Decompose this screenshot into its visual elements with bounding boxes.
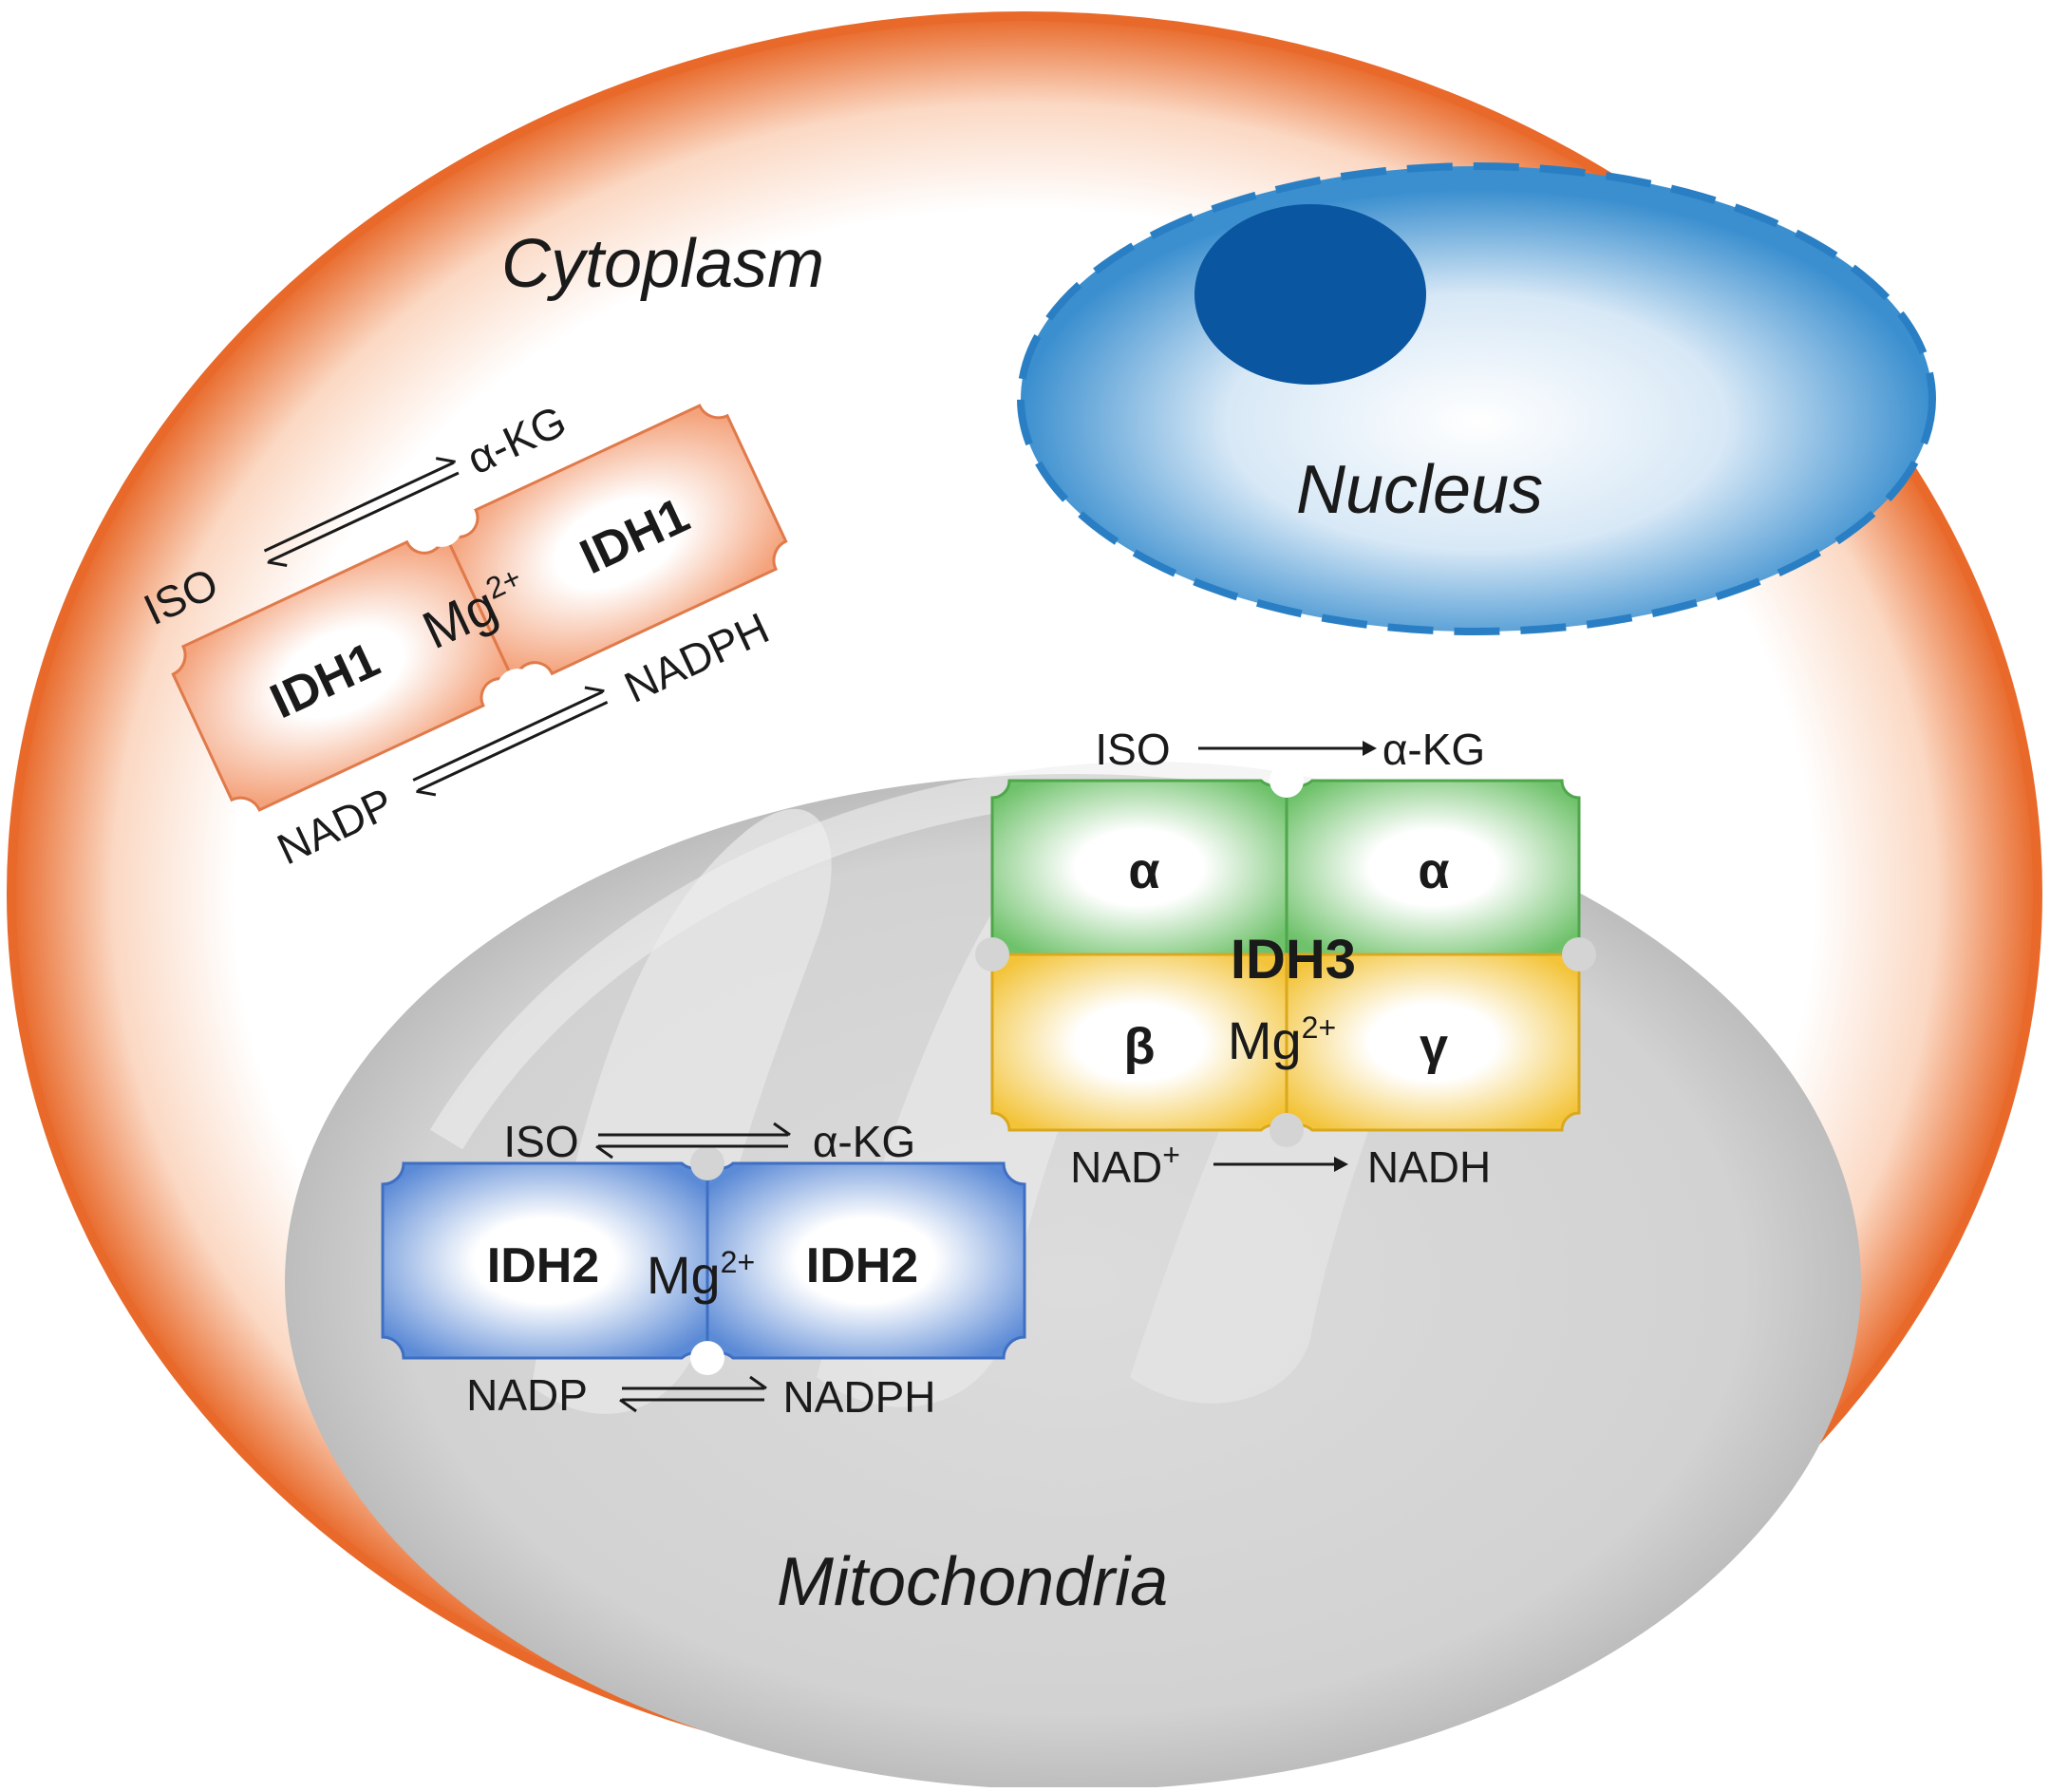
- idh3-coenzyme-in: NAD+: [1070, 1138, 1180, 1192]
- idh1-subunit-right: [440, 404, 788, 690]
- idh3-gamma-label: γ: [1420, 1018, 1448, 1075]
- idh2-left-label: IDH2: [487, 1238, 599, 1293]
- idh2-subunit-right: [705, 1160, 1026, 1362]
- idh2-substrate: ISO: [503, 1117, 578, 1166]
- idh2-product: α-KG: [813, 1117, 915, 1166]
- idh2-bottom-arrows: [619, 1375, 767, 1413]
- idh3-label: IDH3: [1231, 929, 1356, 990]
- idh3-coenzyme-out: NADH: [1367, 1142, 1491, 1192]
- idh2-mg-label: Mg2+: [647, 1245, 755, 1305]
- idh3-alpha-left-label: α: [1128, 842, 1159, 899]
- idh3-alpha-right-label: α: [1418, 842, 1449, 899]
- idh3-top-arrow: [1198, 741, 1377, 756]
- cytoplasm-label: Cytoplasm: [501, 226, 824, 302]
- idh3-bottom-arrow: [1213, 1157, 1348, 1172]
- idh3-mg-label: Mg2+: [1228, 1010, 1336, 1070]
- nucleolus: [1194, 204, 1426, 385]
- idh3-beta-label: β: [1124, 1018, 1156, 1075]
- idh2-coenzyme-out: NADPH: [782, 1372, 935, 1422]
- idh1-bottom-arrows: [412, 686, 609, 797]
- idh2-coenzyme-in: NADP: [466, 1370, 588, 1420]
- idh3-product: α-KG: [1382, 725, 1485, 774]
- nucleus: [1017, 162, 1936, 635]
- idh3-substrate: ISO: [1095, 725, 1170, 774]
- idh2-complex: IDH2 IDH2 Mg2+ ISO α-KG NADP NADPH: [381, 1117, 1026, 1422]
- idh2-top-arrows: [595, 1122, 791, 1160]
- idh1-subunit-left: [171, 525, 519, 812]
- mitochondria-label: Mitochondria: [777, 1544, 1168, 1620]
- idh2-right-label: IDH2: [806, 1238, 918, 1293]
- idh3-complex: α α β γ IDH3 Mg2+ ISO α-KG NAD+ NADH: [975, 725, 1596, 1192]
- idh1-top-arrows: [263, 457, 460, 568]
- nucleus-label: Nucleus: [1296, 452, 1543, 528]
